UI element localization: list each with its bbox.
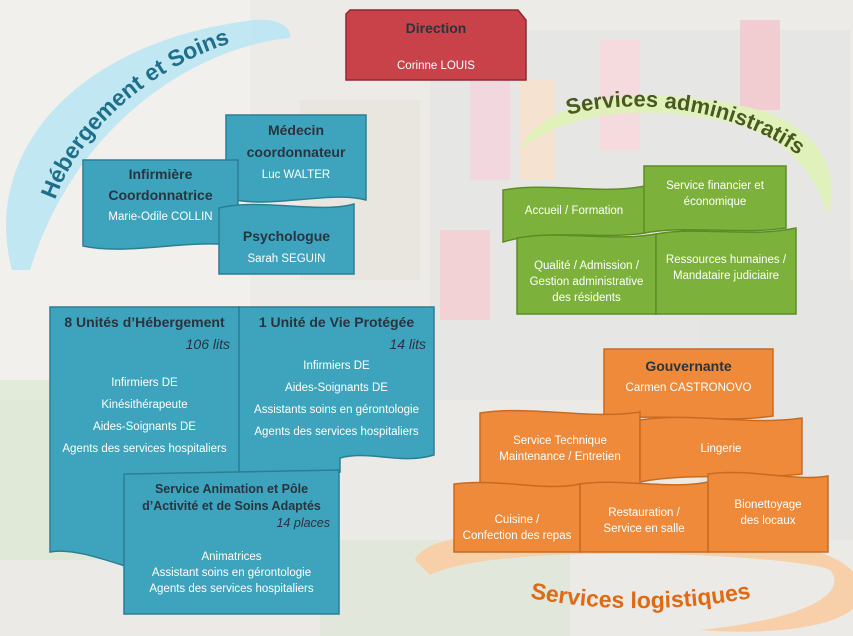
restauration-label-1: Restauration / <box>608 507 680 519</box>
unite-hebergement-staff-3: Agents des services hospitaliers <box>62 443 227 455</box>
infirmiere-name: Marie-Odile COLLIN <box>108 211 213 223</box>
direction-title: Direction <box>405 20 467 36</box>
medecin-title-2: coordonnateur <box>246 144 346 160</box>
bionettoyage-label-1: Bionettoyage <box>734 499 802 511</box>
lingerie-box <box>639 416 803 483</box>
rh-box <box>655 227 797 315</box>
unite-vie-protegee-capacity: 14 lits <box>389 336 426 352</box>
infirmiere-title-2: Coordonnatrice <box>108 187 213 203</box>
unite-hebergement-staff-1: Kinésithérapeute <box>101 399 188 411</box>
animation-title-2: d’Activité et de Soins Adaptés <box>142 499 321 513</box>
bionettoyage-box <box>707 471 829 553</box>
qualite-label-2: Gestion administrative <box>529 276 644 288</box>
animation-title-1: Service Animation et Pôle <box>154 482 309 496</box>
qualite-label-1: Qualité / Admission / <box>534 260 639 272</box>
medecin-title-1: Médecin <box>267 122 324 138</box>
unite-hebergement-title: 8 Unités d’Hébergement <box>64 314 225 330</box>
animation-capacity: 14 places <box>276 516 330 530</box>
financier-box <box>643 165 787 234</box>
unite-vie-protegee-staff-2: Assistants soins en gérontologie <box>254 404 419 416</box>
financier-label-1: Service financier et <box>666 180 764 192</box>
arc-logistique <box>415 531 853 632</box>
technique-label-2: Maintenance / Entretien <box>499 451 621 463</box>
technique-label-1: Service Technique <box>513 435 607 447</box>
psychologue-title: Psychologue <box>242 228 331 244</box>
unite-vie-protegee-staff-3: Agents des services hospitaliers <box>254 426 419 438</box>
psychologue-box <box>218 202 355 275</box>
qualite-label-3: des résidents <box>552 292 621 304</box>
unite-hebergement-capacity: 106 lits <box>185 336 230 352</box>
direction-name: Corinne LOUIS <box>397 60 475 72</box>
animation-staff-0: Animatrices <box>201 551 262 563</box>
animation-staff-2: Agents des services hospitaliers <box>149 583 314 595</box>
animation-box <box>123 469 340 615</box>
lingerie-label: Lingerie <box>700 443 742 455</box>
restauration-label-2: Service en salle <box>603 523 685 535</box>
rh-label-2: Mandataire judiciaire <box>672 270 780 282</box>
financier-label-2: économique <box>683 196 747 208</box>
animation-staff-1: Assistant soins en gérontologie <box>151 567 312 579</box>
medecin-name: Luc WALTER <box>261 169 331 181</box>
accueil-label: Accueil / Formation <box>524 205 624 217</box>
unite-hebergement-staff-0: Infirmiers DE <box>111 377 178 389</box>
arc-admin <box>520 95 832 215</box>
unite-vie-protegee-box <box>238 306 435 479</box>
cuisine-label-2: Confection des repas <box>462 530 572 542</box>
bionettoyage-label-2: des locaux <box>740 515 796 527</box>
psychologue-name: Sarah SEGUIN <box>247 253 326 265</box>
arc-hebergement <box>6 19 291 270</box>
unite-vie-protegee-staff-0: Infirmiers DE <box>303 360 370 372</box>
unite-hebergement-staff-2: Aides-Soignants DE <box>93 421 196 433</box>
gouvernante-name: Carmen CASTRONOVO <box>625 382 752 394</box>
unite-vie-protegee-staff-1: Aides-Soignants DE <box>285 382 388 394</box>
rh-label-1: Ressources humaines / <box>665 254 787 266</box>
infirmiere-title-1: Infirmière <box>128 166 193 182</box>
cuisine-label-1: Cuisine / <box>494 514 540 526</box>
gouvernante-title: Gouvernante <box>645 358 732 374</box>
unite-vie-protegee-title: 1 Unité de Vie Protégée <box>258 314 415 330</box>
